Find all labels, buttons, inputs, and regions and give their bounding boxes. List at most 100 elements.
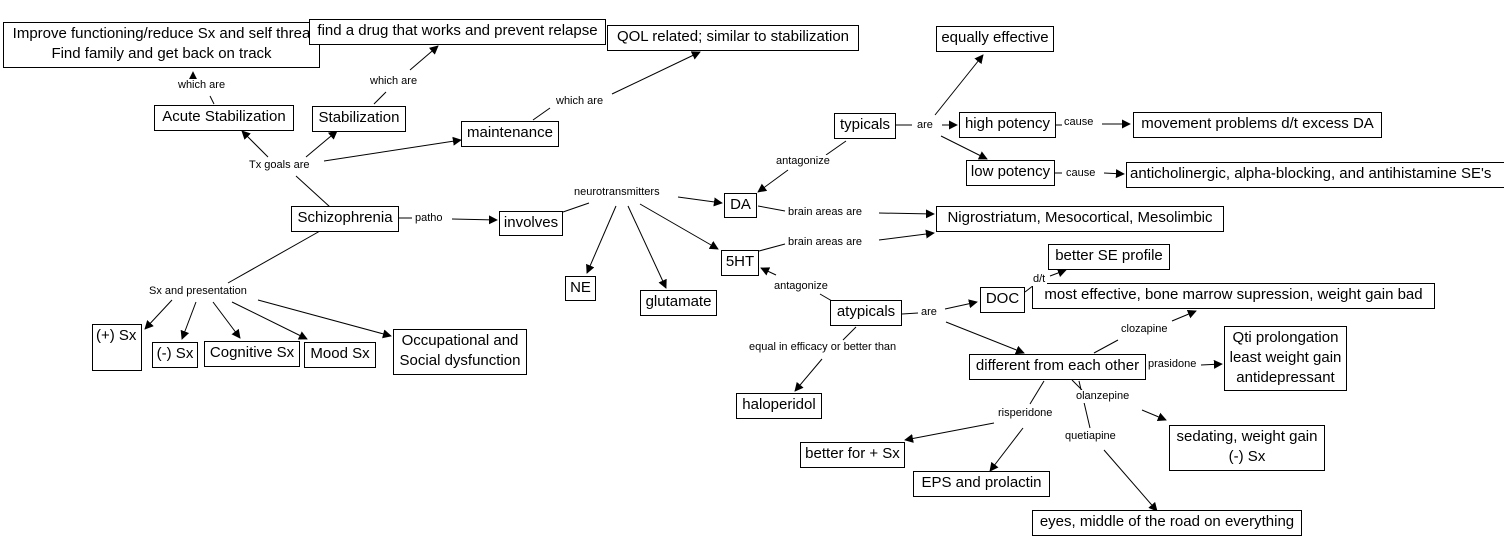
- label-are: are: [915, 119, 935, 132]
- label-prasidone: prasidone: [1146, 358, 1199, 371]
- node-cognitive-sx: Cognitive Sx: [204, 341, 300, 367]
- node-maintenance: maintenance: [461, 121, 559, 147]
- node-occupational: Occupational and Social dysfunction: [393, 329, 527, 375]
- edge-line: [757, 205, 786, 212]
- edge-line: [227, 230, 321, 284]
- node-qol: QOL related; similar to stabilization: [607, 25, 859, 51]
- edge-line: [904, 422, 995, 443]
- node-glutamate: glutamate: [640, 290, 717, 316]
- node-eyes-middle: eyes, middle of the road on everything: [1032, 510, 1302, 536]
- node-doc: DOC: [980, 287, 1025, 313]
- node-find-drug: find a drug that works and prevent relap…: [309, 19, 606, 45]
- edge-line: [934, 54, 984, 116]
- node-different-from-each-other: different from each other: [969, 354, 1146, 380]
- edge-line: [586, 205, 617, 274]
- edge-line: [409, 45, 439, 71]
- label-brain-areas: brain areas are: [786, 236, 864, 249]
- edge-line: [373, 91, 387, 105]
- node-better-for-pos-sx: better for + Sx: [800, 442, 905, 468]
- node-movement-problems: movement problems d/t excess DA: [1133, 112, 1382, 138]
- edge-line: [1171, 309, 1197, 322]
- label-antagonize: antagonize: [772, 280, 830, 293]
- node-haloperidol: haloperidol: [736, 393, 822, 419]
- node-da: DA: [724, 193, 757, 218]
- node-low-potency: low potency: [966, 160, 1055, 186]
- label-equal-efficacy: equal in efficacy or better than: [747, 341, 899, 354]
- edge-line: [231, 301, 308, 340]
- label-are: are: [919, 306, 939, 319]
- label-clozapine: clozapine: [1119, 323, 1170, 336]
- edge-line: [1103, 449, 1158, 512]
- node-atypicals: atypicals: [830, 300, 902, 326]
- edge-line: [212, 301, 241, 339]
- edge-line: [305, 130, 338, 158]
- label-which-are: which are: [554, 95, 606, 108]
- label-patho: patho: [413, 212, 445, 225]
- label-cause: cause: [1062, 116, 1096, 129]
- edge-line: [1200, 359, 1223, 369]
- label-neurotransmitters: neurotransmitters: [572, 186, 662, 199]
- label-brain-areas: brain areas are: [786, 206, 864, 219]
- node-acute-stabilization: Acute Stabilization: [154, 105, 294, 131]
- node-typicals: typicals: [834, 113, 896, 139]
- node-involves: involves: [499, 211, 563, 236]
- edge-line: [1093, 339, 1119, 354]
- edge-line: [878, 229, 935, 241]
- label-antagonize: antagonize: [774, 155, 832, 168]
- edge-line: [241, 130, 269, 158]
- edge-line: [323, 136, 462, 162]
- edge-line: [209, 95, 215, 105]
- label-risperidone: risperidone: [996, 407, 1055, 420]
- edge-line: [825, 140, 847, 156]
- edge-line: [989, 427, 1024, 472]
- edge-line: [819, 293, 833, 302]
- node-stabilization: Stabilization: [312, 106, 406, 132]
- edge-line: [639, 203, 719, 250]
- node-anticholinergic: anticholinergic, alpha-blocking, and ant…: [1126, 162, 1504, 188]
- edge-line: [144, 299, 173, 330]
- edge-line: [794, 358, 823, 392]
- edge-line: [842, 326, 857, 341]
- node-better-se-profile: better SE profile: [1048, 244, 1170, 270]
- edge-line: [757, 169, 789, 193]
- node-qti-prolongation: Qti prolongation least weight gain antid…: [1224, 326, 1347, 391]
- edge-line: [562, 202, 590, 213]
- edge-line: [758, 243, 786, 252]
- label-which-are: which are: [368, 75, 420, 88]
- edge-line: [1029, 380, 1045, 405]
- edge-line: [1103, 169, 1125, 179]
- edge-line: [451, 215, 498, 225]
- edge-line: [677, 196, 723, 207]
- node-mood-sx: Mood Sx: [304, 342, 376, 368]
- edge-line: [760, 267, 777, 276]
- edge-line: [257, 299, 392, 339]
- label-olanzepine: olanzepine: [1074, 390, 1132, 403]
- label-cause: cause: [1064, 167, 1098, 180]
- edge-line: [940, 135, 988, 160]
- edge-line: [901, 312, 919, 315]
- node-positive-sx: (+) Sx: [92, 324, 142, 371]
- edge-line: [878, 209, 935, 219]
- node-sedating: sedating, weight gain (-) Sx: [1169, 425, 1325, 471]
- edge-line: [611, 51, 701, 95]
- label-which-are: which are: [176, 79, 228, 92]
- label-tx-goals: Tx goals are: [247, 159, 312, 172]
- label-quetiapine: quetiapine: [1063, 430, 1118, 443]
- edge-line: [180, 301, 197, 340]
- edge-line: [627, 205, 667, 289]
- node-improve-functioning: Improve functioning/reduce Sx and self t…: [3, 22, 320, 68]
- node-most-effective: most effective, bone marrow supression, …: [1032, 283, 1435, 309]
- node-negative-sx: (-) Sx: [152, 342, 198, 368]
- node-5ht: 5HT: [721, 250, 759, 276]
- edge-line: [944, 299, 978, 310]
- label-dt: d/t: [1031, 273, 1048, 286]
- edge-line: [295, 175, 331, 208]
- label-sx-presentation: Sx and presentation: [147, 285, 249, 298]
- edge-line: [532, 107, 551, 121]
- node-schizophrenia: Schizophrenia: [291, 206, 399, 232]
- node-ne: NE: [565, 276, 596, 301]
- edge-line: [1141, 409, 1167, 422]
- edge-line: [1078, 380, 1091, 429]
